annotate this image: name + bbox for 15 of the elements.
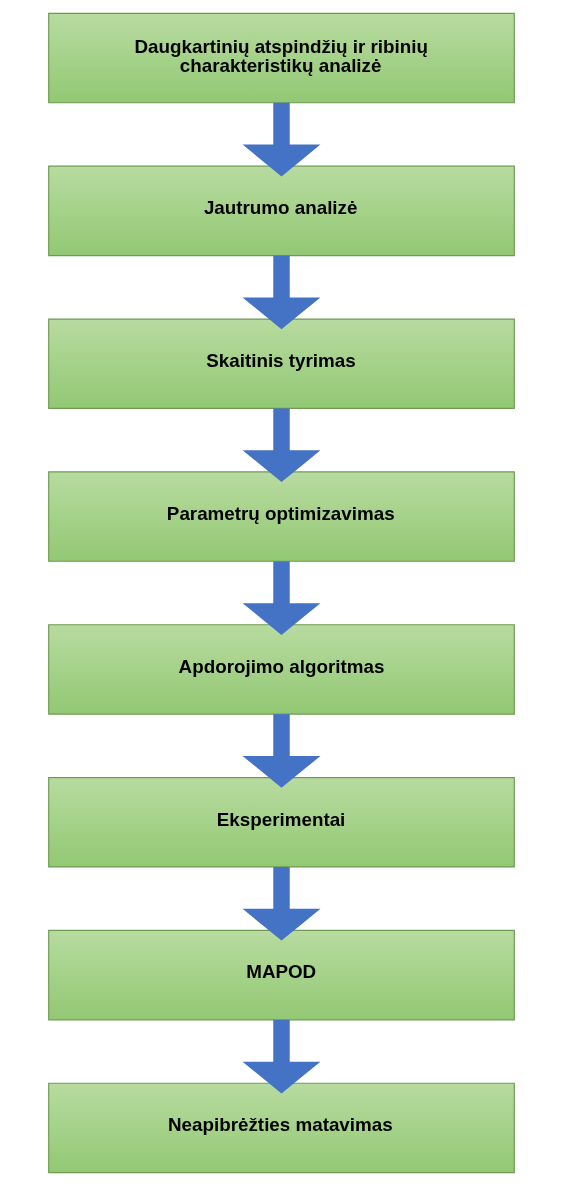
- node-box: Neapibrėžties matavimas: [48, 1082, 515, 1174]
- node-box: Eksperimentai: [48, 777, 515, 868]
- arrow: [242, 408, 321, 483]
- arrow: [242, 714, 321, 788]
- node-box: Apdorojimo algoritmas: [48, 624, 515, 715]
- arrow: [242, 1019, 321, 1094]
- arrow: [242, 102, 321, 177]
- arrow: [242, 866, 321, 941]
- node-box: Parametrų optimizavimas: [48, 471, 515, 562]
- node-box: Jautrumo analizė: [48, 165, 515, 257]
- node-box: Daugkartinių atspindžių ir ribinių charakteristikų analizė: [48, 12, 515, 104]
- node-box: MAPOD: [48, 929, 515, 1021]
- arrow: [242, 255, 321, 330]
- node-box: Skaitinis tyrimas: [48, 318, 515, 409]
- arrow: [242, 561, 321, 635]
